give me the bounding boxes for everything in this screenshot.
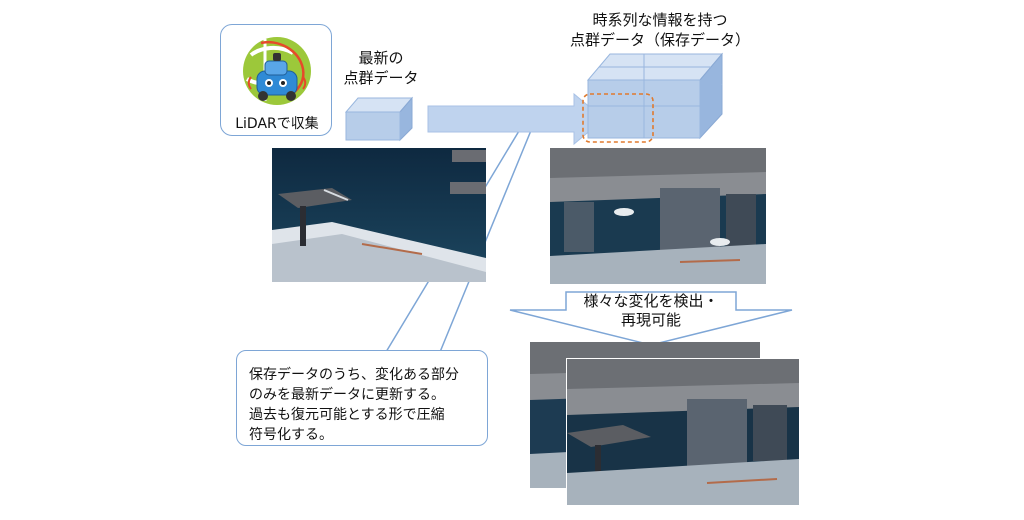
lidar-label: LiDARで収集	[235, 116, 319, 132]
callout-line-2: のみを最新データに更新する。	[249, 387, 445, 403]
stored-point-cloud-image	[550, 148, 766, 284]
latest-label: 最新の 点群データ	[343, 49, 419, 87]
lidar-vehicle-icon	[243, 37, 311, 105]
callout-line-3: 過去も復元可能とする形で圧縮	[249, 407, 445, 423]
latest-point-cloud-image	[272, 148, 486, 282]
changed-region-highlight	[582, 93, 654, 143]
stored-label: 時系列な情報を持つ 点群データ（保存データ）	[569, 11, 750, 49]
timeseries-image-front	[566, 358, 799, 505]
callout-line-4: 符号化する。	[249, 427, 333, 443]
callout-line-1: 保存データのうち、変化ある部分	[249, 367, 459, 383]
detect-arrow	[509, 291, 793, 346]
callout-bubble: 保存データのうち、変化ある部分 のみを最新データに更新する。 過去も復元可能とす…	[236, 350, 488, 446]
lidar-collection-box: LiDARで収集	[220, 24, 332, 136]
detect-label: 様々な変化を検出・ 再現可能	[583, 292, 719, 329]
stored-cube	[582, 52, 724, 143]
latest-cube	[344, 96, 414, 142]
